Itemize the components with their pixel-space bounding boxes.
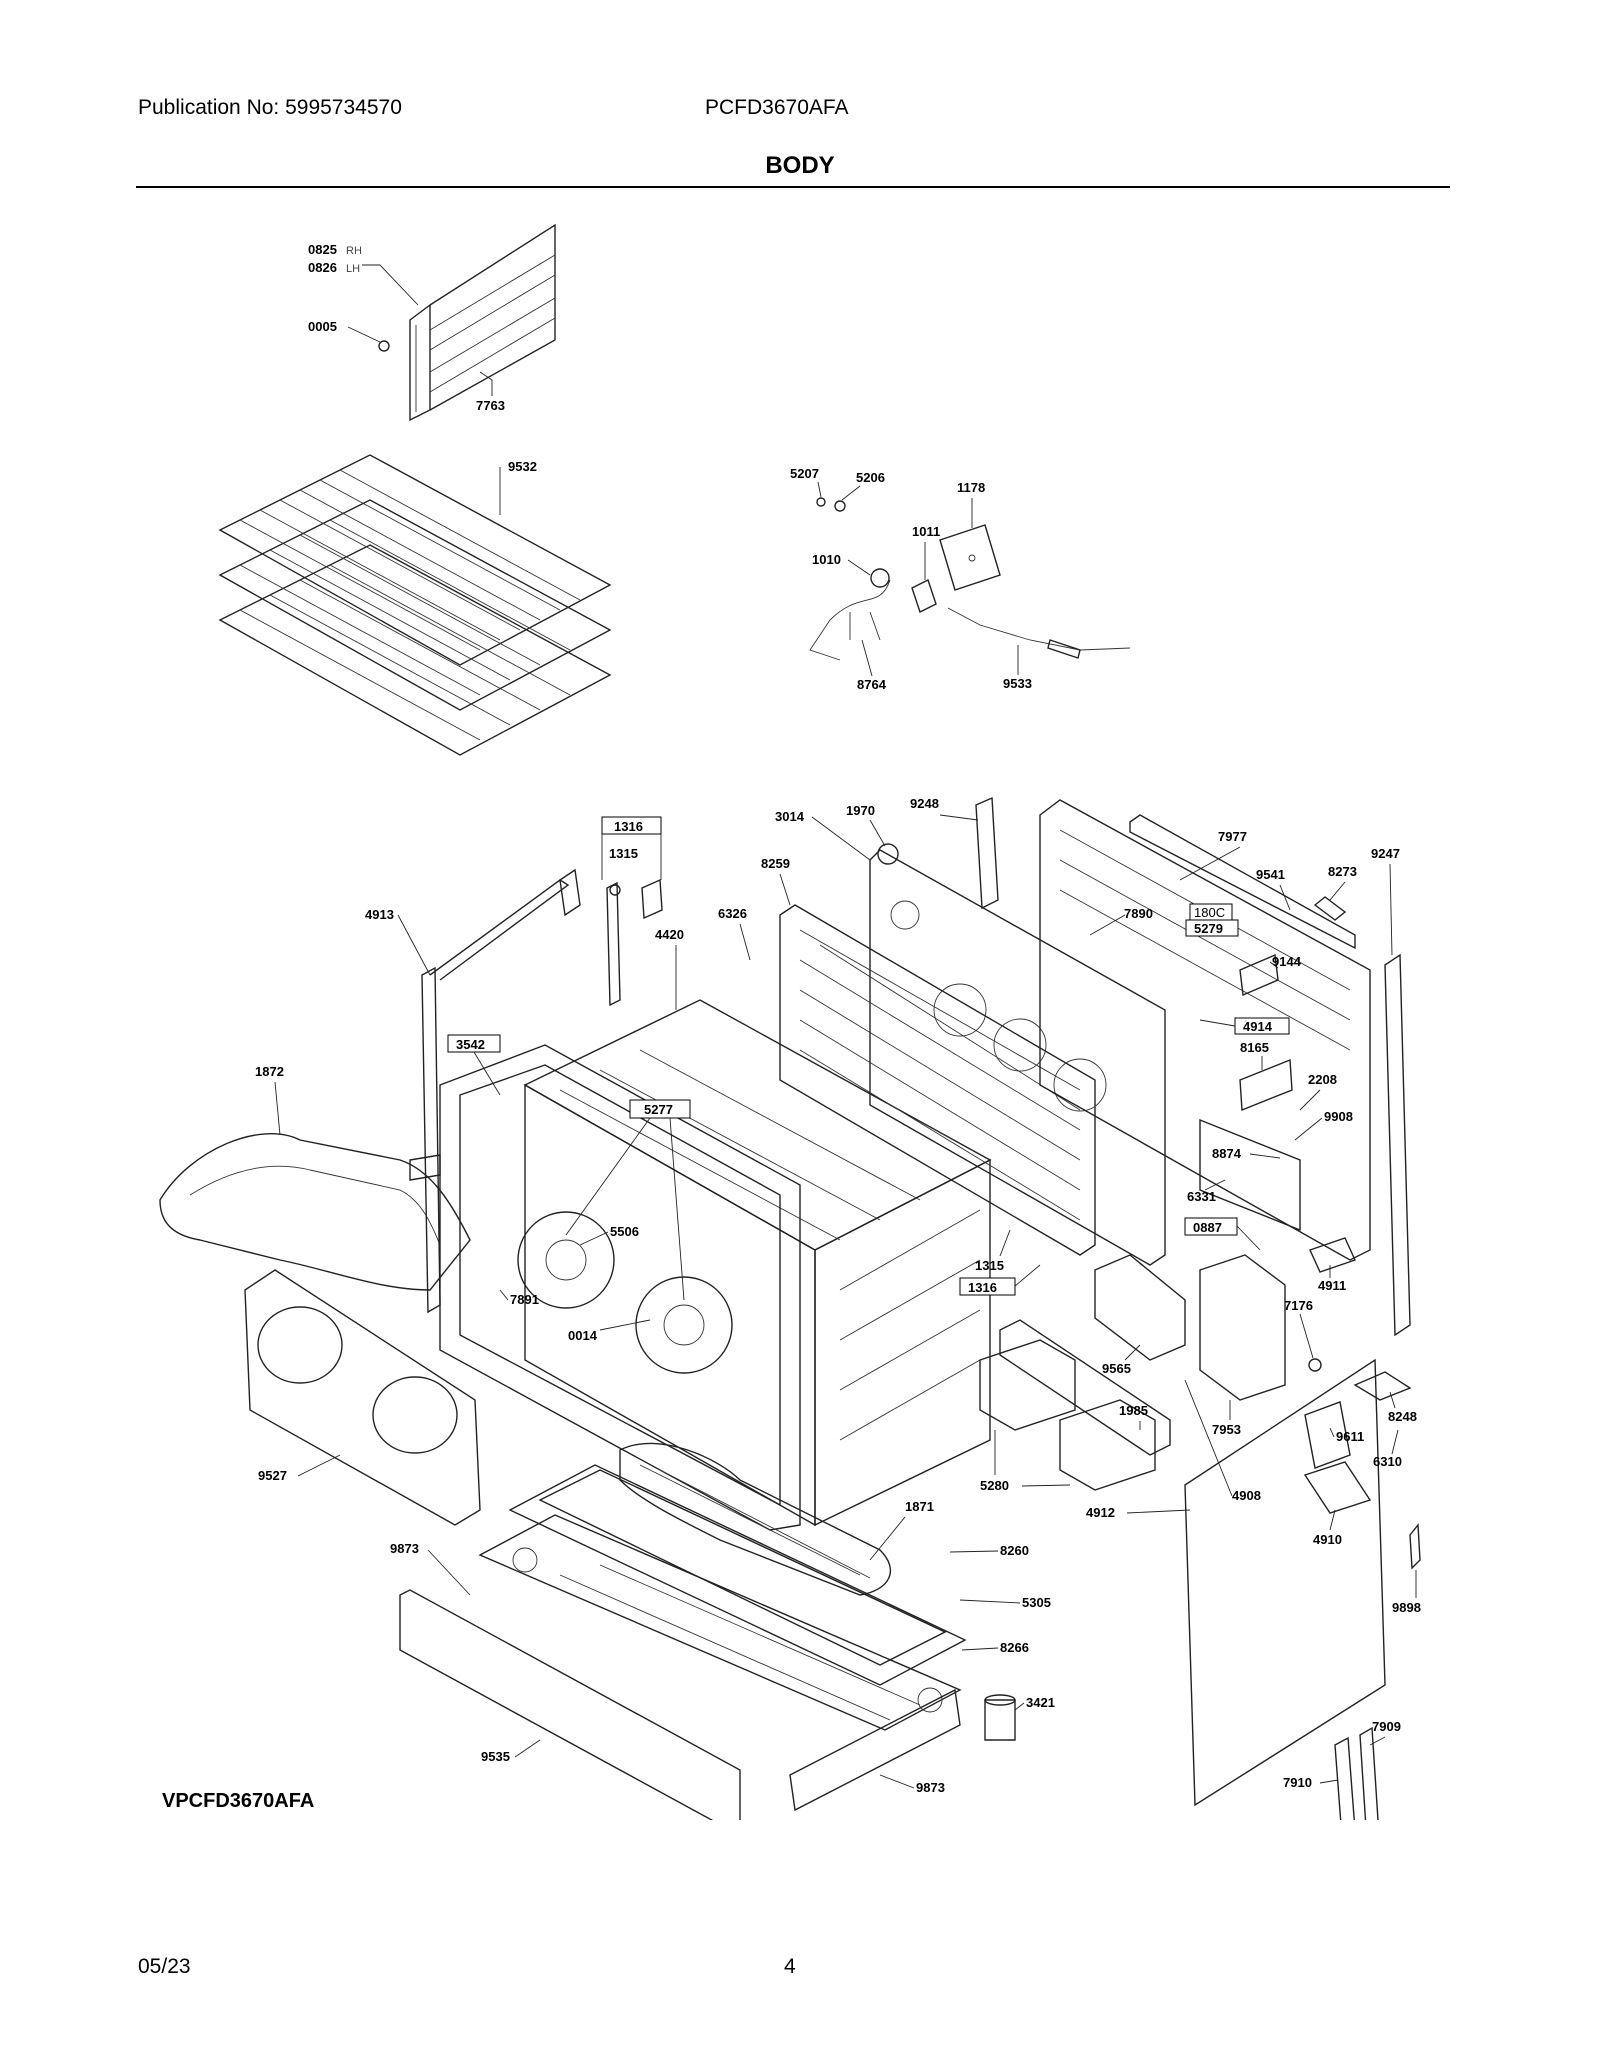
- callout-9873a: 9873: [390, 1541, 419, 1556]
- page-number: 4: [784, 1955, 796, 1978]
- callout-7953: 7953: [1212, 1422, 1241, 1437]
- callout-8266: 8266: [1000, 1640, 1029, 1655]
- callout-4914: 4914: [1243, 1019, 1273, 1034]
- callout-1316b: 1316: [968, 1280, 997, 1295]
- publication-date: 05/23: [138, 1955, 191, 1978]
- callout-9565: 9565: [1102, 1361, 1131, 1376]
- callout-9611: 9611: [1336, 1429, 1364, 1444]
- callout-box-5279: [1185, 919, 1239, 937]
- door-vent-left: [257, 1306, 343, 1384]
- callout-4913: 4913: [365, 907, 394, 922]
- callout-5207: 5207: [790, 466, 819, 481]
- callout-5305: 5305: [1022, 1595, 1051, 1610]
- callout-9533: 9533: [1003, 676, 1032, 691]
- callout-7890: 7890: [1124, 906, 1153, 921]
- callout-0887: 0887: [1193, 1220, 1222, 1235]
- callout-1011: 1011: [912, 524, 940, 539]
- callout-1985: 1985: [1119, 1403, 1148, 1418]
- callout-3014: 3014: [775, 809, 805, 824]
- callout-9247: 9247: [1371, 846, 1400, 861]
- callout-6310: 6310: [1373, 1454, 1402, 1469]
- callout-0014: 0014: [568, 1328, 598, 1343]
- variant-model-label: VPCFD3670AFA: [162, 1790, 315, 1812]
- callout-box-1316b: [959, 1277, 1016, 1296]
- callout-9898: 9898: [1392, 1600, 1421, 1615]
- callout-1970: 1970: [846, 803, 875, 818]
- callout-1316a: 1316: [614, 819, 643, 834]
- callout-6331: 6331: [1187, 1189, 1216, 1204]
- callout-7909: 7909: [1372, 1719, 1401, 1734]
- callout-1315b: 1315: [975, 1258, 1004, 1273]
- callout-1872: 1872: [255, 1064, 284, 1079]
- exploded-parts-diagram: 0825 RH 0826 LH 0005 7763 9532 5207 5206…: [159, 223, 1421, 1820]
- callout-0825: 0825: [308, 242, 337, 257]
- callout-8165: 8165: [1240, 1040, 1269, 1055]
- callout-0005: 0005: [308, 319, 337, 334]
- callout-8273: 8273: [1328, 864, 1357, 879]
- callout-7176: 7176: [1284, 1298, 1313, 1313]
- callout-5506: 5506: [610, 1224, 639, 1239]
- callout-4908: 4908: [1232, 1488, 1261, 1503]
- callout-5279: 5279: [1194, 921, 1223, 936]
- header-divider: [136, 186, 1450, 188]
- callout-8874: 8874: [1212, 1146, 1242, 1161]
- callout-5206: 5206: [856, 470, 885, 485]
- oven-cavity-assembly: [159, 796, 1421, 1820]
- callout-6326: 6326: [718, 906, 747, 921]
- callout-4420: 4420: [655, 927, 684, 942]
- callout-8764: 8764: [857, 677, 887, 692]
- callout-box-5277: [629, 1099, 691, 1119]
- callout-9532: 9532: [508, 459, 537, 474]
- fastener-0005: [378, 340, 390, 352]
- callout-8260: 8260: [1000, 1543, 1029, 1558]
- oven-rack-set: [218, 454, 612, 756]
- convection-fan-left: [517, 1211, 615, 1309]
- callout-1315a: 1315: [609, 846, 638, 861]
- callout-4911: 4911: [1318, 1278, 1346, 1293]
- callout-1178: 1178: [957, 480, 985, 495]
- callout-7763: 7763: [476, 398, 505, 413]
- door-vent-right: [372, 1376, 458, 1454]
- callout-9541: 9541: [1256, 867, 1285, 882]
- callout-1871: 1871: [905, 1499, 934, 1514]
- callout-4912: 4912: [1086, 1505, 1115, 1520]
- callout-8248: 8248: [1388, 1409, 1417, 1424]
- callout-0825-suffix: RH: [346, 245, 362, 257]
- callout-0826: 0826: [308, 260, 337, 275]
- callout-5277: 5277: [644, 1102, 673, 1117]
- callout-7977: 7977: [1218, 829, 1247, 844]
- callout-9144: 9144: [1272, 954, 1302, 969]
- callout-7910: 7910: [1283, 1775, 1312, 1790]
- sensor-cluster: [809, 497, 1131, 661]
- callout-0826-suffix: LH: [346, 263, 360, 275]
- section-title: BODY: [765, 152, 835, 179]
- publication-number: Publication No: 5995734570: [138, 96, 402, 119]
- callout-4910: 4910: [1313, 1532, 1342, 1547]
- callout-9535: 9535: [481, 1749, 510, 1764]
- convection-fan-right: [635, 1276, 733, 1374]
- component-1970: [877, 843, 899, 865]
- callout-5280: 5280: [980, 1478, 1009, 1493]
- model-number: PCFD3670AFA: [705, 96, 849, 119]
- callout-180c: 180C: [1194, 905, 1225, 920]
- rack-support-assembly: [378, 223, 556, 422]
- callout-box-1316a: [601, 816, 662, 835]
- callout-9873b: 9873: [916, 1780, 945, 1795]
- callout-9908: 9908: [1324, 1109, 1353, 1124]
- callout-1010: 1010: [812, 552, 841, 567]
- callout-3542: 3542: [456, 1037, 485, 1052]
- callout-9248: 9248: [910, 796, 939, 811]
- callout-7891: 7891: [510, 1292, 539, 1307]
- callout-2208: 2208: [1308, 1072, 1337, 1087]
- callout-9527: 9527: [258, 1468, 287, 1483]
- callout-3421: 3421: [1026, 1695, 1055, 1710]
- callout-8259: 8259: [761, 856, 790, 871]
